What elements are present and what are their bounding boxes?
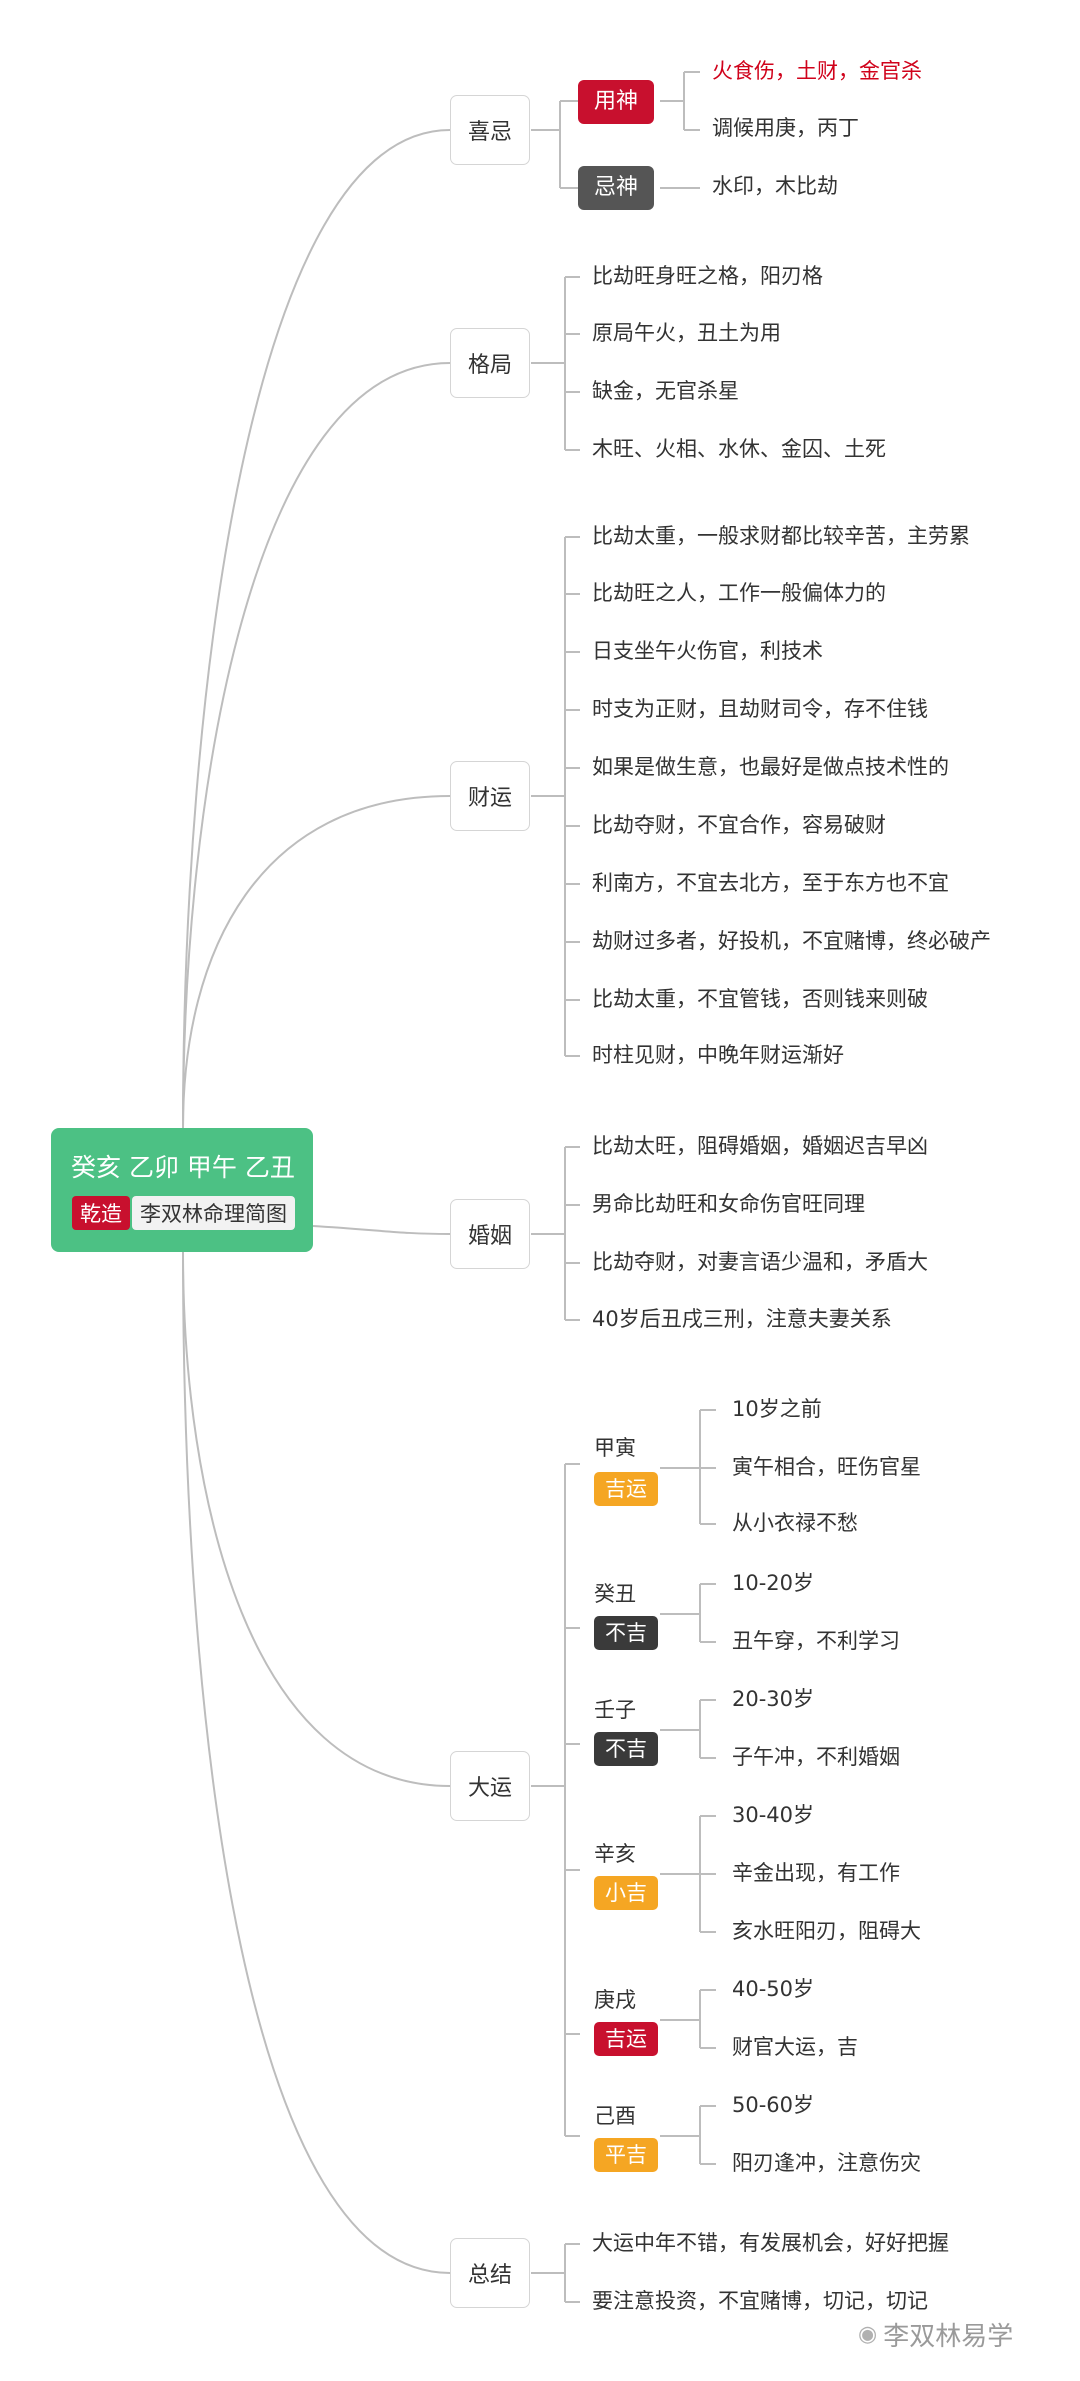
dayun-tag-gengxu: 吉运 [594,2022,658,2057]
geju-item: 木旺、火相、水休、金囚、土死 [592,437,886,461]
node-xiji[interactable]: 喜忌 [450,95,530,165]
jishen-item-1: 水印，木比劫 [712,174,838,198]
dayun-name-renzi: 壬子 [594,1698,636,1722]
root-node[interactable]: 癸亥 乙卯 甲午 乙丑 乾造 李双林命理简图 [51,1128,313,1252]
dayun-tag-renzi: 不吉 [594,1732,658,1767]
root-title: 癸亥 乙卯 甲午 乙丑 [71,1153,295,1182]
dayun-tag-jiayin: 吉运 [594,1472,658,1507]
yongshen-item-1: 火食伤，土财，金官杀 [712,59,922,83]
hunyin-item: 男命比劫旺和女命伤官旺同理 [592,1192,865,1216]
link-root-dayun [182,1251,451,1787]
dayun-tag-jiyou: 平吉 [594,2138,658,2173]
node-caiyun[interactable]: 财运 [450,761,530,831]
geju-item: 比劫旺身旺之格，阳刃格 [592,264,823,288]
watermark-text: 李双林易学 [883,2322,1014,2352]
tag-yongshen[interactable]: 用神 [578,80,655,124]
dayun-item: 10-20岁 [732,1571,815,1595]
caiyun-item: 劫财过多者，好投机，不宜赌博，终必破产 [592,929,991,953]
wechat-icon: ◉ [858,2322,878,2347]
link-root-caiyun [182,795,451,1129]
dayun-item: 从小衣禄不愁 [732,1511,858,1535]
tag-jishen[interactable]: 忌神 [578,166,655,210]
caiyun-item: 日支坐午火伤官，利技术 [592,639,823,663]
dayun-item: 20-30岁 [732,1687,815,1711]
gender-badge: 乾造 [72,1196,130,1230]
hunyin-item: 40岁后丑戌三刑，注意夫妻关系 [592,1307,892,1331]
dayun-tag-guichou: 不吉 [594,1616,658,1651]
link-root-hunyin [312,1225,451,1235]
node-dayun[interactable]: 大运 [450,1751,530,1821]
caiyun-item: 比劫太重，不宜管钱，否则钱来则破 [592,987,928,1011]
dayun-item: 亥水旺阳刃，阻碍大 [732,1919,921,1943]
dayun-name-guichou: 癸丑 [594,1582,636,1606]
dayun-tag-xinhai: 小吉 [594,1876,658,1911]
chart-title-badge: 李双林命理简图 [132,1196,295,1230]
dayun-item: 辛金出现，有工作 [732,1861,900,1885]
dayun-item: 财官大运，吉 [732,2035,858,2059]
dayun-item: 50-60岁 [732,2093,815,2117]
node-hunyin[interactable]: 婚姻 [450,1199,530,1269]
link-root-zongjie [182,1251,451,2274]
dayun-item: 30-40岁 [732,1803,815,1827]
dayun-name-jiayin: 甲寅 [594,1436,636,1460]
watermark: ◉ 李双林易学 [858,2316,1013,2353]
caiyun-item: 利南方，不宜去北方，至于东方也不宜 [592,871,949,895]
node-zongjie[interactable]: 总结 [450,2238,530,2308]
zongjie-item: 大运中年不错，有发展机会，好好把握 [592,2231,949,2255]
dayun-item: 阳刃逢冲，注意伤灾 [732,2151,921,2175]
hunyin-item: 比劫夺财，对妻言语少温和，矛盾大 [592,1250,928,1274]
dayun-item: 丑午穿，不利学习 [732,1629,900,1653]
link-root-geju [182,362,451,1129]
caiyun-item: 比劫夺财，不宜合作，容易破财 [592,813,886,837]
dayun-name-jiyou: 己酉 [594,2104,636,2128]
caiyun-item: 时支为正财，且劫财司令，存不住钱 [592,697,928,721]
geju-item: 原局午火，丑土为用 [592,321,781,345]
caiyun-item: 时柱见财，中晚年财运渐好 [592,1043,844,1067]
dayun-item: 10岁之前 [732,1397,822,1421]
hunyin-item: 比劫太旺，阻碍婚姻，婚姻迟吉早凶 [592,1134,928,1158]
zongjie-item: 要注意投资，不宜赌博，切记，切记 [592,2289,928,2313]
caiyun-item: 比劫旺之人，工作一般偏体力的 [592,581,886,605]
caiyun-item: 如果是做生意，也最好是做点技术性的 [592,755,949,779]
dayun-name-gengxu: 庚戌 [594,1988,636,2012]
dayun-item: 40-50岁 [732,1977,815,2001]
yongshen-item-2: 调候用庚，丙丁 [712,116,859,140]
node-geju[interactable]: 格局 [450,328,530,398]
caiyun-item: 比劫太重，一般求财都比较辛苦，主劳累 [592,524,970,548]
dayun-item: 寅午相合，旺伤官星 [732,1455,921,1479]
dayun-name-xinhai: 辛亥 [594,1842,636,1866]
geju-item: 缺金，无官杀星 [592,379,739,403]
dayun-item: 子午冲，不利婚姻 [732,1745,900,1769]
link-root-xiji [182,129,451,1129]
